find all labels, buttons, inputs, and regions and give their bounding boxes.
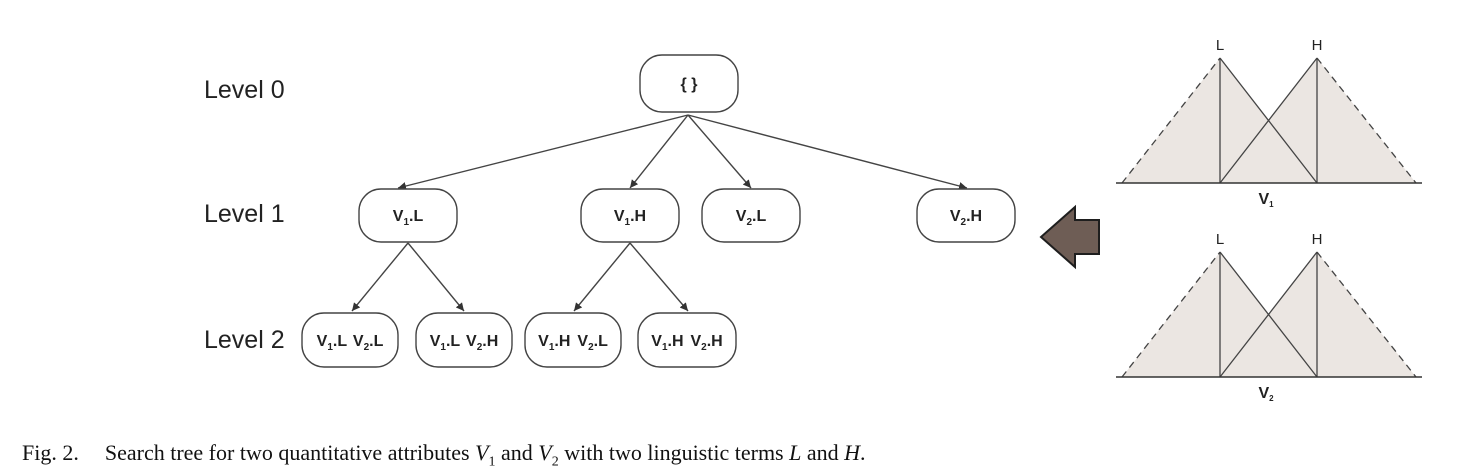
node-v1-l-term: .L bbox=[409, 208, 423, 225]
edge-root-v2h bbox=[687, 114, 968, 190]
membership-function-v1: L H V1 bbox=[1116, 37, 1422, 209]
left-arrow-icon bbox=[1039, 204, 1100, 270]
mf-term-label-l: L bbox=[1216, 231, 1224, 248]
membership-function-v2: L H V2 bbox=[1116, 231, 1422, 403]
node-v1-l: V1.L bbox=[358, 188, 458, 243]
level-1-label: Level 1 bbox=[204, 200, 285, 228]
node-v2-l-var: V bbox=[736, 208, 747, 225]
svg-text:V2.H: V2.H bbox=[950, 208, 982, 228]
node-v1-h-sub: 1 bbox=[625, 217, 631, 228]
mf-left-dashed-edge bbox=[1121, 57, 1221, 184]
node-v1-h-var: V bbox=[614, 208, 625, 225]
node-v2-h: V2.H bbox=[916, 188, 1016, 243]
caption-term2: H bbox=[844, 440, 861, 465]
caption-and1: and bbox=[501, 440, 533, 465]
caption-var1: V bbox=[475, 440, 489, 465]
edge-root-v1l bbox=[397, 114, 689, 190]
level-0-label: Level 0 bbox=[204, 76, 285, 104]
caption-end: . bbox=[860, 440, 866, 465]
caption-var1-sub: 1 bbox=[488, 454, 496, 470]
node-v2-h-term: .H bbox=[966, 208, 982, 225]
mf-h-rising-edge bbox=[1219, 251, 1318, 378]
node-v2-h-var: V bbox=[950, 208, 961, 225]
mf-h-rising-edge bbox=[1219, 57, 1318, 184]
caption-fig: Fig. 2. bbox=[22, 440, 79, 465]
node-v2-l-term: .L bbox=[752, 208, 766, 225]
caption-text-before: Search tree for two quantitative attribu… bbox=[104, 440, 470, 465]
node-v2-h-sub: 2 bbox=[961, 217, 967, 228]
mf-right-dashed-edge bbox=[1316, 57, 1417, 184]
caption-term1: L bbox=[789, 440, 802, 465]
node-v2-l: V2.L bbox=[701, 188, 801, 243]
edge-v1l-v1lv2l bbox=[351, 242, 409, 312]
mf-right-dashed-edge bbox=[1316, 251, 1417, 378]
mf-variable-label: V2 bbox=[1258, 385, 1274, 403]
mf-term-label-h: H bbox=[1312, 231, 1323, 248]
svg-text:V1.LV2.L: V1.LV2.L bbox=[317, 333, 384, 353]
edge-root-v1h bbox=[629, 114, 689, 189]
mf-term-label-h: H bbox=[1312, 37, 1323, 54]
node-v1-h-term: .H bbox=[630, 208, 646, 225]
node-root-label: { } bbox=[681, 76, 698, 93]
node-v1-l-sub: 1 bbox=[403, 217, 409, 228]
node-v1-h: V1.H bbox=[580, 188, 680, 243]
caption-and2: and bbox=[806, 440, 839, 465]
caption-var2: V bbox=[538, 440, 552, 465]
svg-text:V1.L: V1.L bbox=[393, 208, 424, 228]
svg-text:V2.L: V2.L bbox=[736, 208, 767, 228]
caption-text-mid: with two linguistic terms bbox=[564, 440, 784, 465]
mf-variable-label: V1 bbox=[1258, 191, 1274, 209]
edge-v1h-v1hv2h bbox=[629, 242, 689, 312]
node-root: { } bbox=[639, 54, 739, 113]
svg-text:V1.HV2.H: V1.HV2.H bbox=[651, 333, 722, 353]
node-v2-l-sub: 2 bbox=[746, 217, 752, 228]
edge-v1h-v1hv2l bbox=[573, 242, 631, 312]
edge-v1l-v1lv2h bbox=[407, 242, 465, 312]
svg-text:V1.LV2.H: V1.LV2.H bbox=[430, 333, 499, 353]
svg-text:V1.HV2.L: V1.HV2.L bbox=[538, 333, 608, 353]
edge-root-v2l bbox=[687, 114, 752, 189]
tree-edges bbox=[351, 114, 968, 312]
mf-left-dashed-edge bbox=[1121, 251, 1221, 378]
caption-var2-sub: 2 bbox=[551, 454, 559, 470]
level-2-label: Level 2 bbox=[204, 326, 285, 354]
figure-caption: Fig. 2. Search tree for two quantitative … bbox=[22, 440, 866, 470]
node-v1-l-var: V bbox=[393, 208, 404, 225]
svg-text:V1.H: V1.H bbox=[614, 208, 646, 228]
mf-term-label-l: L bbox=[1216, 37, 1224, 54]
